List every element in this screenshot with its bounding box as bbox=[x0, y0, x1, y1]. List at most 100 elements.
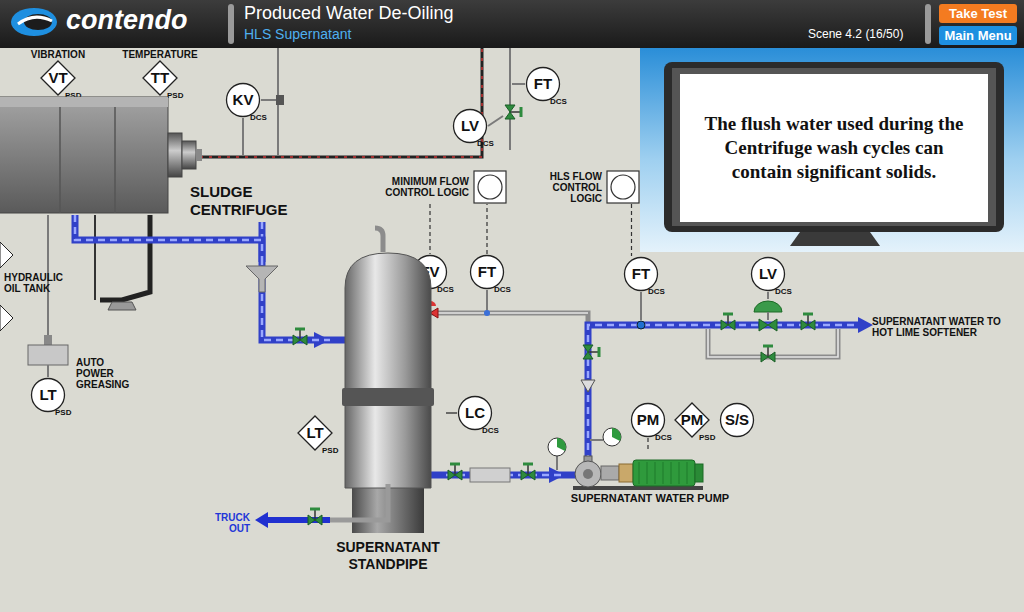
system-tag: DCS bbox=[655, 433, 672, 442]
discharge-pipe bbox=[767, 292, 769, 299]
centrifuge-unit bbox=[182, 141, 196, 169]
tag-letters: S/S bbox=[719, 402, 755, 438]
instrument-symbol: PMPSD bbox=[674, 402, 710, 438]
logic-symbol bbox=[473, 170, 507, 204]
centrifuge-unit bbox=[0, 97, 168, 213]
auto-greaser bbox=[28, 335, 68, 377]
suction-pipe bbox=[448, 464, 462, 480]
system-tag: DCS bbox=[648, 287, 665, 296]
centrifuge-support bbox=[94, 215, 96, 300]
instrument-bubble: LVDCS bbox=[750, 256, 786, 292]
header-bar bbox=[11, 8, 57, 36]
instrument-symbol bbox=[41, 61, 75, 95]
tag-letters: PM bbox=[674, 402, 710, 438]
inlet-pipe bbox=[293, 329, 307, 345]
centrifuge-unit: SLUDGE CENTRIFUGE bbox=[0, 85, 290, 222]
top-piping bbox=[200, 48, 482, 157]
instrument-bubble: FTDCS bbox=[623, 256, 659, 292]
tag-letters: PM bbox=[630, 402, 666, 438]
instrument-symbol: LCDCS bbox=[457, 395, 493, 431]
system-tag: PSD bbox=[322, 446, 338, 455]
tag-letters: VT bbox=[40, 60, 76, 96]
logic-symbol bbox=[606, 170, 640, 204]
discharge-pipe bbox=[588, 325, 858, 462]
suction-pipe bbox=[431, 472, 446, 479]
standpipe-vessel bbox=[342, 388, 434, 406]
discharge-pipe bbox=[767, 312, 769, 320]
instrument-symbol: LVDCS bbox=[750, 256, 786, 292]
discharge-pipe bbox=[583, 345, 599, 359]
centrifuge-support bbox=[0, 215, 278, 335]
discharge-pipe bbox=[708, 329, 838, 357]
instrument-bubble: LTPSD bbox=[30, 377, 66, 413]
instrument-symbol: FTDCS bbox=[623, 256, 659, 292]
top-piping bbox=[261, 99, 276, 101]
pump-unit bbox=[619, 464, 633, 482]
signal-line bbox=[486, 204, 487, 254]
menu-button: Take Test bbox=[939, 4, 1017, 23]
discharge-pipe bbox=[801, 314, 815, 330]
suction-pipe bbox=[556, 456, 558, 470]
header-bar bbox=[0, 0, 1024, 48]
logic-symbol bbox=[611, 175, 635, 199]
instrument-bubble: LVDCS bbox=[452, 108, 488, 144]
menu-button: Main Menu bbox=[939, 26, 1017, 45]
instrument-symbol: TTPSD bbox=[142, 60, 178, 96]
tag-letters: LV bbox=[452, 108, 488, 144]
pump-unit bbox=[601, 466, 619, 480]
instrument-bubble: FTDCS bbox=[469, 254, 505, 290]
pump-unit bbox=[671, 462, 672, 484]
discharge-pipe bbox=[637, 321, 645, 329]
system-tag: PSD bbox=[167, 91, 183, 100]
header-bar bbox=[18, 17, 52, 24]
logic-symbol bbox=[474, 171, 506, 203]
centrifuge-unit bbox=[196, 149, 202, 161]
system-tag: DCS bbox=[482, 426, 499, 435]
annotation-label: SUPERNATANT WATER TO HOT LIME SOFTENER bbox=[872, 316, 1022, 338]
instrument-heading: VIBRATION bbox=[29, 49, 87, 60]
inlet-pipe bbox=[293, 329, 346, 345]
min-flow-line bbox=[375, 228, 383, 252]
unit-label: SLUDGE CENTRIFUGE bbox=[190, 183, 290, 219]
control-logic-block: HLS FLOW CONTROL LOGIC bbox=[540, 170, 640, 204]
instrument-symbol: LVDCS bbox=[452, 108, 488, 144]
button-text: Take Test bbox=[949, 6, 1007, 21]
logic-symbol bbox=[473, 170, 507, 204]
header-bar bbox=[228, 4, 234, 44]
tag-letters: FT bbox=[623, 256, 659, 292]
top-piping bbox=[242, 118, 244, 155]
instrument-symbol: FTDCS bbox=[525, 66, 561, 102]
annotation-label: contendo bbox=[66, 5, 188, 35]
centrifuge-support bbox=[75, 215, 262, 262]
instrument-bubble: PMPSD bbox=[674, 402, 710, 438]
centrifuge-support bbox=[0, 242, 13, 268]
tag-letters: TT bbox=[142, 60, 178, 96]
control-logic-block: MINIMUM FLOW CONTROL LOGIC bbox=[385, 170, 507, 204]
centrifuge-support bbox=[0, 305, 13, 331]
header-bar bbox=[0, 0, 1024, 48]
tag-letters: LC bbox=[457, 395, 493, 431]
discharge-pipe bbox=[640, 292, 642, 320]
instrument-bubble: S/S bbox=[719, 402, 755, 438]
discharge-pipe bbox=[858, 317, 873, 333]
centrifuge-support bbox=[246, 266, 278, 292]
standpipe-vessel: SUPERNATANT STANDPIPE bbox=[330, 248, 446, 578]
annotation-label: Scene 4.2 (16/50) bbox=[808, 28, 903, 41]
discharge-pipe bbox=[754, 301, 782, 312]
truck-out-pipe bbox=[308, 509, 322, 525]
unit-label: SUPERNATANT WATER PUMP bbox=[565, 492, 735, 505]
monitor-screen: The flush water used during the Centrifu… bbox=[680, 74, 988, 222]
annotation-label: TRUCK OUT bbox=[208, 512, 250, 534]
suction-pipe bbox=[612, 428, 621, 441]
pump-unit bbox=[695, 464, 703, 482]
pump-unit bbox=[583, 469, 593, 479]
discharge-pipe bbox=[588, 325, 858, 462]
tag-letters: FT bbox=[469, 254, 505, 290]
signal-line bbox=[631, 204, 632, 256]
top-piping bbox=[505, 105, 521, 119]
instrument-bubble: LTPSD bbox=[297, 415, 333, 451]
instrument-bubble: VIBRATIONVTPSD bbox=[29, 49, 87, 96]
unit-label: SUPERNATANT STANDPIPE bbox=[330, 539, 446, 573]
system-tag: DCS bbox=[550, 97, 567, 106]
